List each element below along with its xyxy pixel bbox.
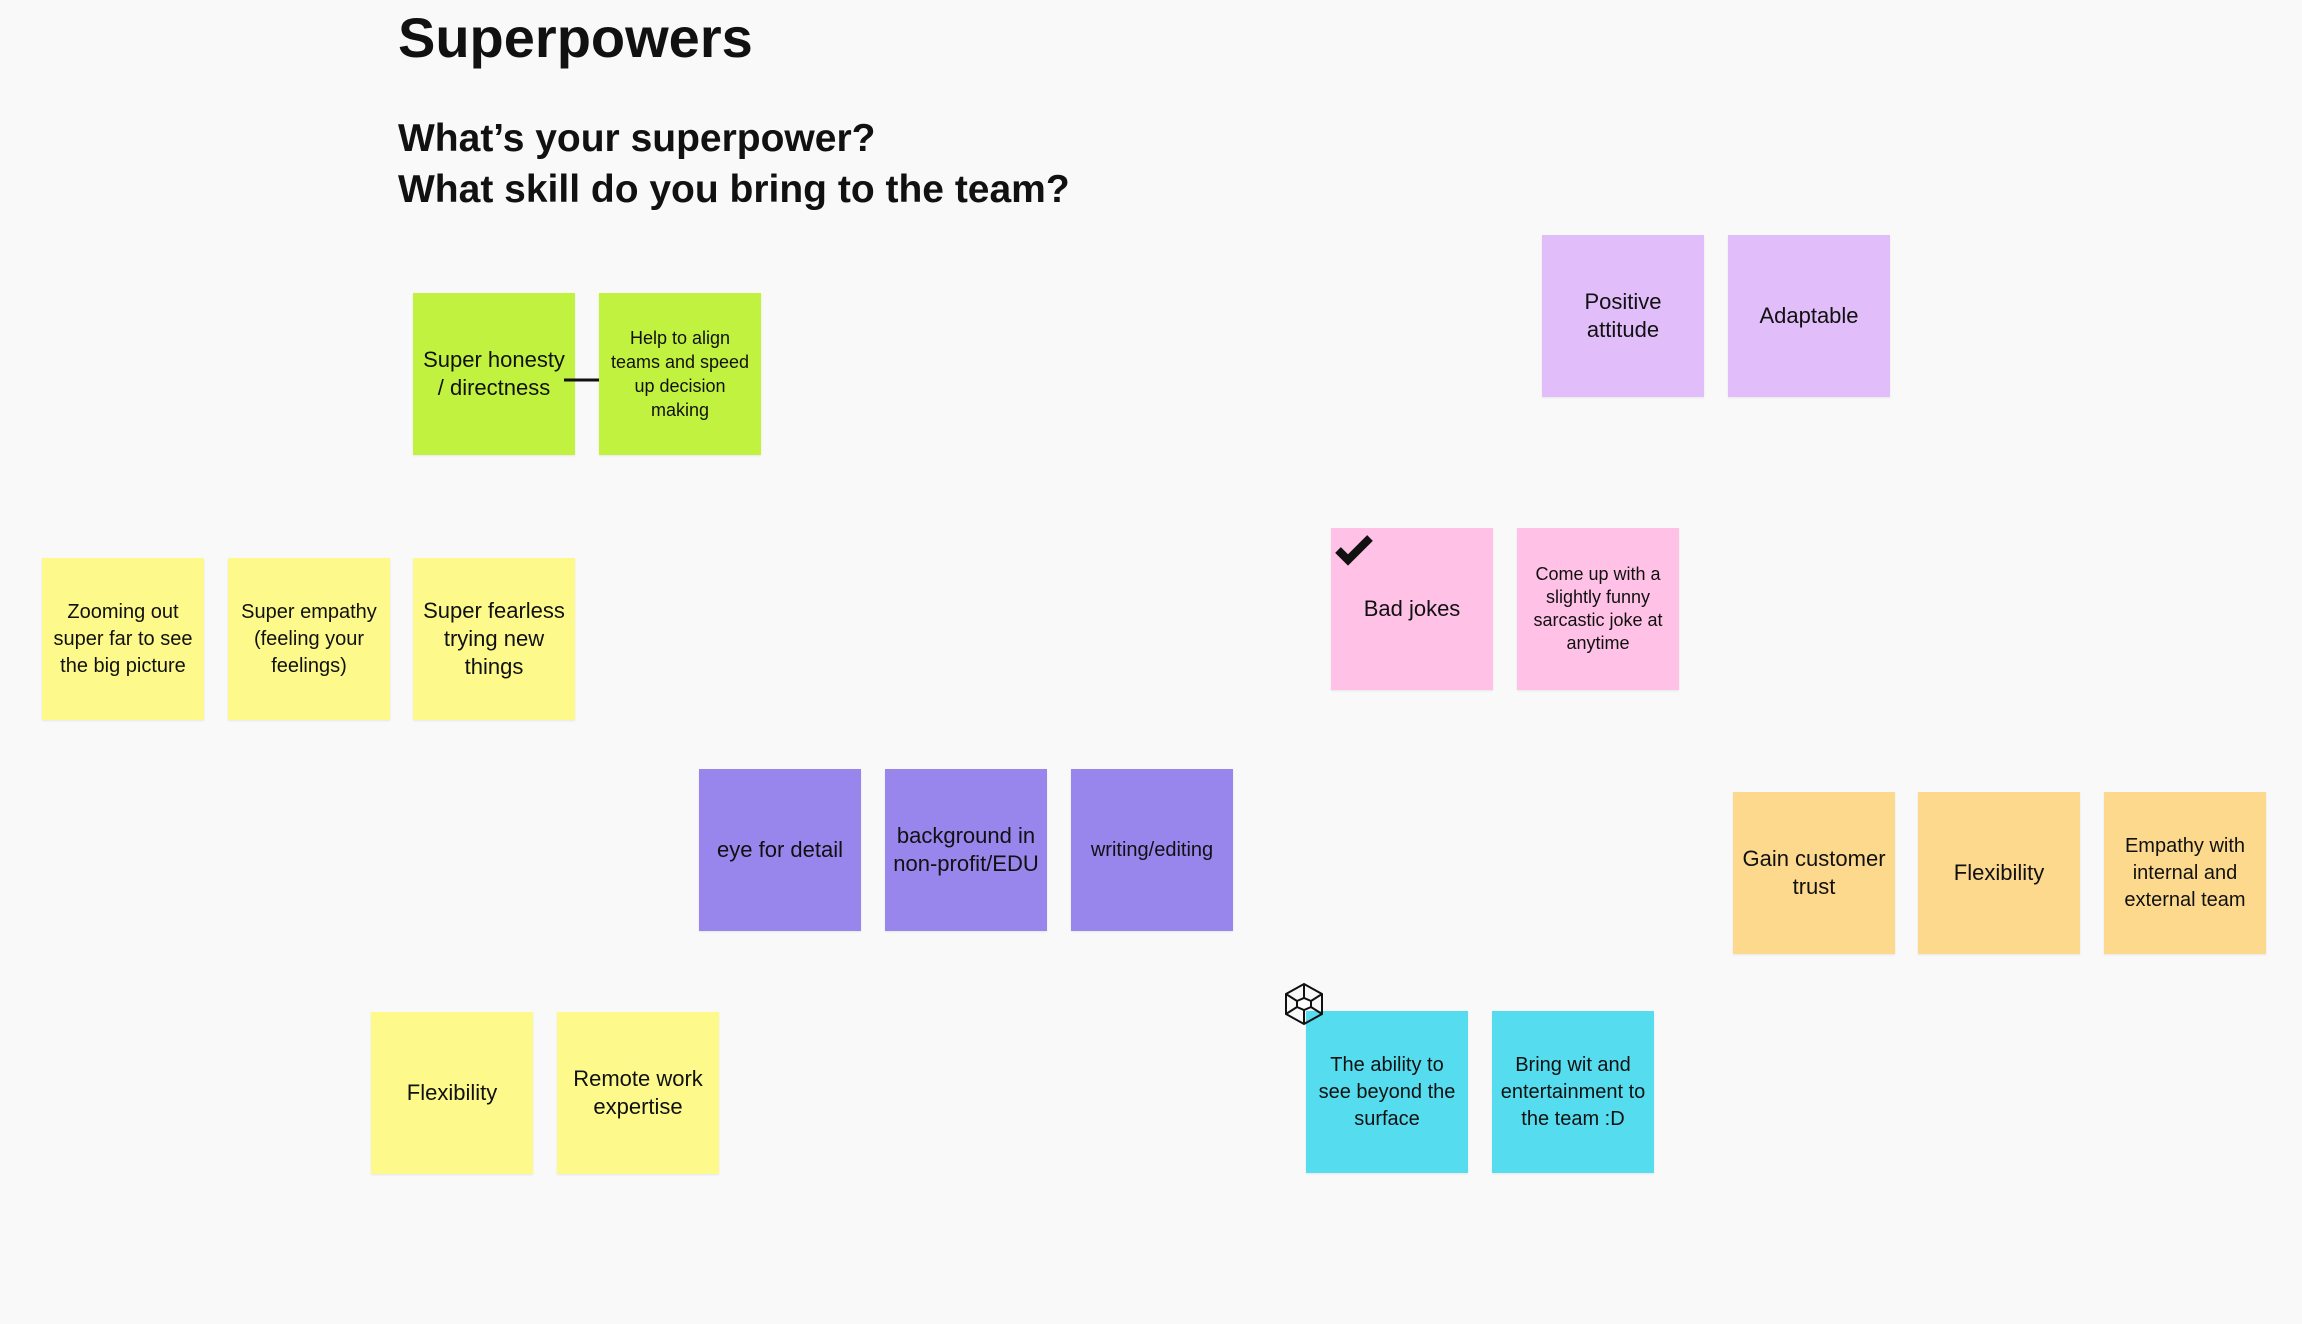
sticky-note-help-align[interactable]: Help to align teams and speed up decisio…	[599, 293, 761, 455]
sticky-note-text: Flexibility	[406, 1080, 498, 1105]
sticky-note-funny-joke[interactable]: Come up with a slightly funny sarcastic …	[1517, 528, 1679, 690]
sticky-note-adaptable[interactable]: Adaptable	[1728, 235, 1890, 397]
sticky-note-text: background in non-profit/EDU	[893, 823, 1039, 876]
sticky-note-remote-work[interactable]: Remote work expertise	[557, 1012, 719, 1174]
board-question-line-1: What’s your superpower?	[398, 117, 876, 160]
sticky-note-text: Adaptable	[1759, 303, 1859, 328]
sticky-note-flexibility-yellow[interactable]: Flexibility	[371, 1012, 533, 1174]
sticky-note-see-beyond[interactable]: The ability to see beyond the surface	[1306, 1011, 1468, 1173]
sticky-note-text: Flexibility	[1953, 860, 2045, 885]
sticky-note-background-nonprofit[interactable]: background in non-profit/EDU	[885, 769, 1047, 931]
sticky-note-text: Come up with a slightly funny sarcastic …	[1533, 564, 1663, 653]
sticky-note-text: Super empathy (feeling your feelings)	[241, 600, 377, 677]
sticky-note-writing-editing[interactable]: writing/editing	[1071, 769, 1233, 931]
sticky-note-gain-customer-trust[interactable]: Gain customer trust	[1733, 792, 1895, 954]
sticky-note-super-honesty[interactable]: Super honesty / directness	[413, 293, 575, 455]
sticky-note-eye-for-detail[interactable]: eye for detail	[699, 769, 861, 931]
board-question-line-2: What skill do you bring to the team?	[398, 168, 1070, 211]
sticky-note-text: Empathy with internal and external team	[2124, 834, 2246, 911]
sticky-note-text: Positive attitude	[1584, 289, 1662, 342]
sticky-note-super-fearless[interactable]: Super fearless trying new things	[413, 558, 575, 720]
sticky-note-text: The ability to see beyond the surface	[1318, 1053, 1456, 1130]
sticky-note-text: Bad jokes	[1363, 596, 1461, 621]
sticky-note-text: writing/editing	[1090, 838, 1214, 861]
sticky-note-zooming-out[interactable]: Zooming out super far to see the big pic…	[42, 558, 204, 720]
sticky-note-text: Bring wit and entertainment to the team …	[1500, 1053, 1646, 1130]
sticky-note-text: eye for detail	[717, 837, 843, 862]
board-title: Superpowers	[398, 6, 753, 69]
sticky-note-text: Help to align teams and speed up decisio…	[610, 328, 750, 420]
sticky-note-positive-attitude[interactable]: Positive attitude	[1542, 235, 1704, 397]
sticky-note-text: Super honesty / directness	[423, 347, 565, 400]
sticky-note-text: Remote work expertise	[573, 1066, 703, 1119]
sticky-note-text: Super fearless trying new things	[423, 598, 565, 679]
sticky-note-bring-wit[interactable]: Bring wit and entertainment to the team …	[1492, 1011, 1654, 1173]
sticky-note-text: Zooming out super far to see the big pic…	[53, 600, 193, 677]
sticky-note-text: Gain customer trust	[1742, 846, 1886, 899]
sticky-note-super-empathy[interactable]: Super empathy (feeling your feelings)	[228, 558, 390, 720]
sticky-note-empathy-team[interactable]: Empathy with internal and external team	[2104, 792, 2266, 954]
checkmark-icon	[1335, 535, 1373, 566]
cube-cursor-icon	[1285, 982, 1323, 1026]
sticky-note-flexibility-orange[interactable]: Flexibility	[1918, 792, 2080, 954]
